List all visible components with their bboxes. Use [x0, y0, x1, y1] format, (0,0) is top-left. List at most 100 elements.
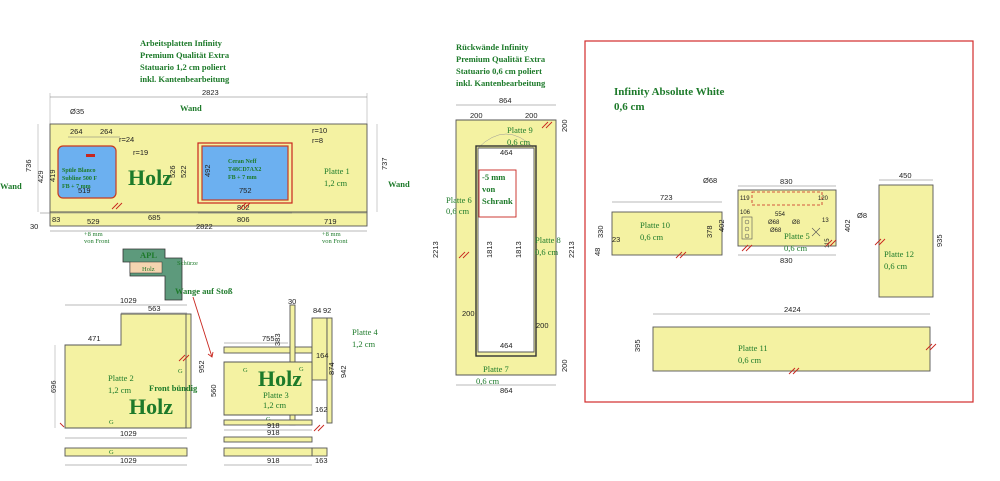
platte-1-thickness: 1,2 cm: [324, 178, 348, 188]
svg-text:T48CD7AX2: T48CD7AX2: [228, 167, 261, 173]
platte-10-group: 723 Platte 10 0,6 cm 330 378 48 23: [593, 193, 723, 259]
svg-text:830: 830: [780, 177, 793, 186]
svg-text:Ø8: Ø8: [857, 211, 867, 220]
rueckwaende-heading: Rückwände Infinity Premium Qualität Extr…: [456, 42, 546, 88]
svg-text:Ceran Neff: Ceran Neff: [228, 159, 257, 165]
platte-4-b: [311, 317, 328, 381]
platte-3-name: Platte 3: [263, 390, 289, 400]
sink-cutout: [57, 145, 117, 199]
svg-text:464: 464: [500, 148, 513, 157]
svg-text:119: 119: [740, 196, 750, 202]
svg-text:200: 200: [462, 309, 475, 318]
platte-4-thickness: 1,2 cm: [352, 339, 376, 349]
svg-text:30: 30: [30, 222, 38, 231]
svg-text:FB + 7 mm: FB + 7 mm: [228, 175, 257, 181]
svg-text:383: 383: [273, 333, 282, 346]
svg-text:2213: 2213: [567, 241, 576, 258]
svg-text:Ø68: Ø68: [703, 176, 717, 185]
svg-text:164: 164: [316, 351, 329, 360]
svg-text:395: 395: [633, 339, 642, 352]
svg-text:952: 952: [197, 360, 206, 373]
svg-text:G: G: [243, 367, 248, 374]
svg-text:von: von: [482, 184, 496, 194]
svg-text:Schrank: Schrank: [482, 196, 513, 206]
wand-top-label: Wand: [180, 103, 202, 113]
platte-11-group: 2424 Platte 11 0,6 cm 395: [633, 305, 937, 375]
svg-text:Platte 8: Platte 8: [535, 235, 561, 245]
absolute-white-frame: [584, 40, 974, 403]
platte-3-group: 30 84 92 755 383 164 Holz Platte 3 1,2 c…: [197, 297, 378, 466]
svg-text:802: 802: [237, 203, 250, 212]
backwall-group: 864 200 200 2213 2213 1813 1813 464 464 …: [431, 96, 576, 395]
svg-text:13: 13: [822, 218, 829, 224]
svg-text:0,6 cm: 0,6 cm: [738, 355, 762, 365]
svg-text:554: 554: [775, 212, 786, 218]
svg-text:0,6 cm: 0,6 cm: [784, 243, 808, 253]
svg-text:163: 163: [315, 456, 328, 465]
svg-text:563: 563: [148, 304, 161, 313]
svg-text:inkl. Kantenbearbeitung: inkl. Kantenbearbeitung: [140, 74, 230, 84]
svg-text:529: 529: [87, 217, 100, 226]
schrank-note-box: [478, 169, 517, 218]
svg-text:Platte 10: Platte 10: [640, 220, 670, 230]
svg-text:Arbeitsplatten Infinity: Arbeitsplatten Infinity: [140, 38, 223, 48]
platte-2-group: 1029 563 471 263 Holz Platte 2 1,2 cm Fr…: [49, 296, 214, 466]
svg-text:83: 83: [52, 215, 60, 224]
platte-4-c: [326, 317, 333, 424]
svg-text:2424: 2424: [784, 305, 801, 314]
wand-right-label: Wand: [388, 179, 410, 189]
platte-3-top-strip: [223, 346, 313, 354]
svg-text:FB + 7 mm: FB + 7 mm: [62, 184, 91, 190]
svg-text:492: 492: [203, 164, 212, 177]
svg-text:48: 48: [593, 248, 602, 256]
svg-text:Platte 7: Platte 7: [483, 364, 509, 374]
svg-text:162: 162: [315, 405, 328, 414]
svg-text:864: 864: [500, 386, 513, 395]
svg-text:-5 mm: -5 mm: [482, 172, 505, 182]
platte-5-group: Ø68 830 119 120 106 554 Ø68 Ø8 Ø68 13 11…: [703, 176, 867, 265]
svg-text:200: 200: [470, 111, 483, 120]
svg-text:200: 200: [525, 111, 538, 120]
platte-2-wange: [185, 313, 192, 429]
svg-text:G: G: [178, 368, 183, 375]
hob-cutout: [201, 145, 289, 201]
svg-text:+8 mm: +8 mm: [322, 231, 341, 238]
svg-text:Ø35: Ø35: [70, 107, 84, 116]
platte-12: [878, 184, 934, 298]
svg-text:Platte 9: Platte 9: [507, 125, 533, 135]
svg-text:1029: 1029: [120, 429, 137, 438]
svg-text:r=24: r=24: [119, 135, 134, 144]
svg-text:G: G: [299, 366, 304, 373]
svg-text:402: 402: [717, 219, 726, 232]
svg-text:Rückwände Infinity: Rückwände Infinity: [456, 42, 529, 52]
svg-text:1813: 1813: [485, 241, 494, 258]
svg-text:0,6 cm: 0,6 cm: [535, 247, 559, 257]
platte-11: [652, 326, 931, 372]
apl-label: APL: [140, 250, 157, 260]
svg-text:736: 736: [24, 159, 33, 172]
arbeitsplatten-heading: Arbeitsplatten Infinity Premium Qualität…: [140, 38, 230, 84]
main-counter: 2823 Wand Spüle Blanco Subline 500 F FB …: [0, 88, 410, 245]
holz-label-p3: Holz: [258, 366, 302, 391]
svg-text:935: 935: [935, 234, 944, 247]
svg-text:1029: 1029: [120, 296, 137, 305]
svg-text:115: 115: [825, 238, 831, 248]
svg-text:84: 84: [313, 306, 321, 315]
svg-text:+8 mm: +8 mm: [84, 231, 103, 238]
wange-label: Wange auf Stoß: [175, 286, 233, 296]
svg-text:r=8: r=8: [312, 136, 323, 145]
svg-text:471: 471: [88, 334, 101, 343]
platte-2-thickness: 1,2 cm: [108, 385, 132, 395]
platte-3: [223, 361, 313, 416]
svg-text:419: 419: [48, 169, 57, 182]
svg-text:685: 685: [148, 213, 161, 222]
svg-text:696: 696: [49, 380, 58, 393]
svg-text:806: 806: [237, 215, 250, 224]
svg-text:378: 378: [705, 225, 714, 238]
holz-label-p2: Holz: [129, 394, 173, 419]
apl-detail: APL Holz Schürze Wange auf Stoß: [122, 248, 233, 301]
svg-text:23: 23: [612, 235, 620, 244]
svg-text:464: 464: [500, 341, 513, 350]
svg-text:942: 942: [339, 365, 348, 378]
svg-text:330: 330: [596, 225, 605, 238]
